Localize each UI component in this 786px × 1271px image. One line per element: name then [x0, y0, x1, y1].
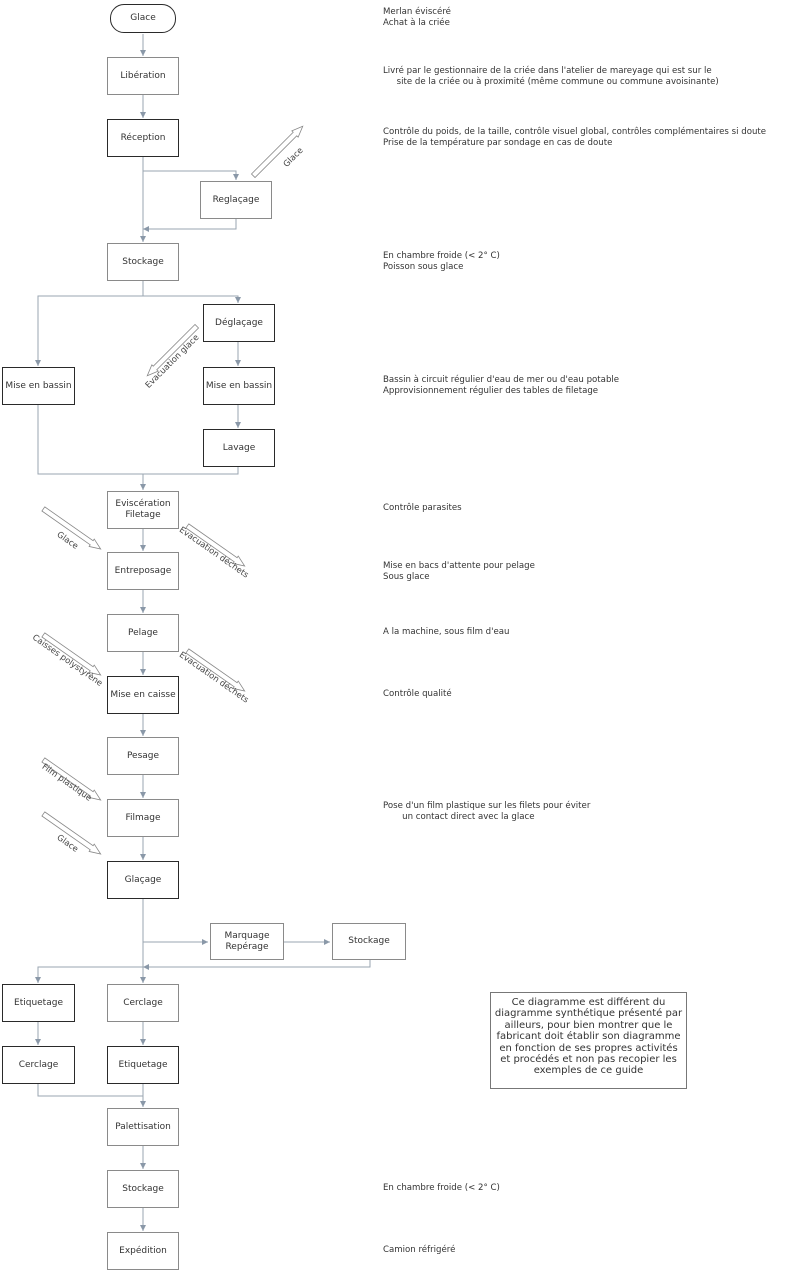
- note-line: Pose d'un film plastique sur les filets …: [383, 801, 591, 811]
- step-stockage-2: Stockage: [332, 923, 406, 960]
- step-lavage: Lavage: [203, 429, 275, 467]
- step-etiquetage-center: Etiquetage: [107, 1046, 179, 1084]
- note-line: Contrôle parasites: [383, 503, 462, 513]
- note-line: Prise de la température par sondage en c…: [383, 138, 613, 148]
- step-deglacage: Déglaçage: [203, 304, 275, 342]
- note-line: site de la criée ou à proximité (même co…: [383, 77, 719, 87]
- note-entreposage: Mise en bacs d'attente pour pelage Sous …: [383, 561, 535, 583]
- input-arrow-glace-filmage: [40, 809, 105, 858]
- note-line: Sous glace: [383, 572, 430, 582]
- output-arrow-evacuation-dechets-2: [184, 646, 249, 695]
- step-stockage-1: Stockage: [107, 243, 179, 281]
- arrow-outline-icon: [41, 632, 102, 676]
- step-pelage: Pelage: [107, 614, 179, 652]
- note-line: Contrôle qualité: [383, 689, 452, 699]
- input-arrow-caisses: [40, 630, 105, 679]
- step-etiquetage-left: Etiquetage: [2, 984, 75, 1022]
- step-mise-en-bassin-left: Mise en bassin: [2, 367, 75, 405]
- note-merlan: Merlan éviscéré Achat à la criée: [383, 7, 451, 29]
- note-line: A la machine, sous film d'eau: [383, 627, 510, 637]
- step-reglacage: Reglaçage: [200, 181, 272, 219]
- step-mise-en-caisse: Mise en caisse: [107, 676, 179, 714]
- note-line: En chambre froide (< 2° C): [383, 251, 500, 261]
- note-line: Poisson sous glace: [383, 262, 464, 272]
- step-glace: Glace: [110, 4, 176, 33]
- arrow-outline-icon: [185, 648, 246, 692]
- note-line: Mise en bacs d'attente pour pelage: [383, 561, 535, 571]
- input-arrow-film-plastique: [40, 755, 105, 804]
- note-line: En chambre froide (< 2° C): [383, 1183, 500, 1193]
- step-palettisation: Palettisation: [107, 1108, 179, 1146]
- note-line: Merlan éviscéré: [383, 7, 451, 17]
- arrow-outline-icon: [146, 323, 200, 377]
- output-arrow-evacuation-dechets-1: [184, 521, 249, 570]
- note-line: Livré par le gestionnaire de la criée da…: [383, 66, 712, 76]
- note-mise-en-caisse: Contrôle qualité: [383, 689, 452, 700]
- note-evisceration: Contrôle parasites: [383, 503, 462, 514]
- note-filmage: Pose d'un film plastique sur les filets …: [383, 801, 590, 823]
- note-line: Achat à la criée: [383, 18, 450, 28]
- step-pesage: Pesage: [107, 737, 179, 775]
- note-line: Camion réfrigéré: [383, 1245, 456, 1255]
- step-liberation: Libération: [107, 57, 179, 95]
- step-glacage: Glaçage: [107, 861, 179, 899]
- note-line: Approvisionnement régulier des tables de…: [383, 386, 599, 396]
- step-entreposage: Entreposage: [107, 552, 179, 590]
- arrow-outline-icon: [185, 523, 246, 567]
- input-arrow-glace-evisceration: [40, 504, 105, 553]
- note-line: un contact direct avec la glace: [383, 812, 535, 822]
- step-cerclage-center: Cerclage: [107, 984, 179, 1022]
- note-mise-en-bassin: Bassin à circuit régulier d'eau de mer o…: [383, 375, 619, 397]
- step-reception: Réception: [107, 119, 179, 157]
- step-cerclage-left: Cerclage: [2, 1046, 75, 1084]
- step-stockage-3: Stockage: [107, 1170, 179, 1208]
- note-liberation: Livré par le gestionnaire de la criée da…: [383, 66, 719, 88]
- note-stockage-3: En chambre froide (< 2° C): [383, 1183, 500, 1194]
- step-evisceration-filetage: Eviscération Filetage: [107, 491, 179, 529]
- note-expedition: Camion réfrigéré: [383, 1245, 455, 1256]
- arrow-outline-icon: [41, 757, 102, 801]
- arrow-outline-icon: [41, 811, 102, 855]
- output-arrow-evacuation-glace: [143, 322, 201, 380]
- step-filmage: Filmage: [107, 799, 179, 837]
- note-stockage-1: En chambre froide (< 2° C) Poisson sous …: [383, 251, 500, 273]
- note-reception: Contrôle du poids, de la taille, contrôl…: [383, 127, 766, 149]
- step-expedition: Expédition: [107, 1232, 179, 1270]
- arrow-outline-icon: [250, 125, 304, 179]
- disclaimer-callout: Ce diagramme est différent du diagramme …: [490, 992, 687, 1089]
- note-line: Contrôle du poids, de la taille, contrôl…: [383, 127, 767, 137]
- step-mise-en-bassin-right: Mise en bassin: [203, 367, 275, 405]
- note-line: Bassin à circuit régulier d'eau de mer o…: [383, 375, 620, 385]
- input-arrow-glace-reglacage: [249, 122, 307, 180]
- note-pelage: A la machine, sous film d'eau: [383, 627, 510, 638]
- arrow-outline-icon: [41, 506, 102, 550]
- step-marquage-reperage: Marquage Repérage: [210, 923, 284, 960]
